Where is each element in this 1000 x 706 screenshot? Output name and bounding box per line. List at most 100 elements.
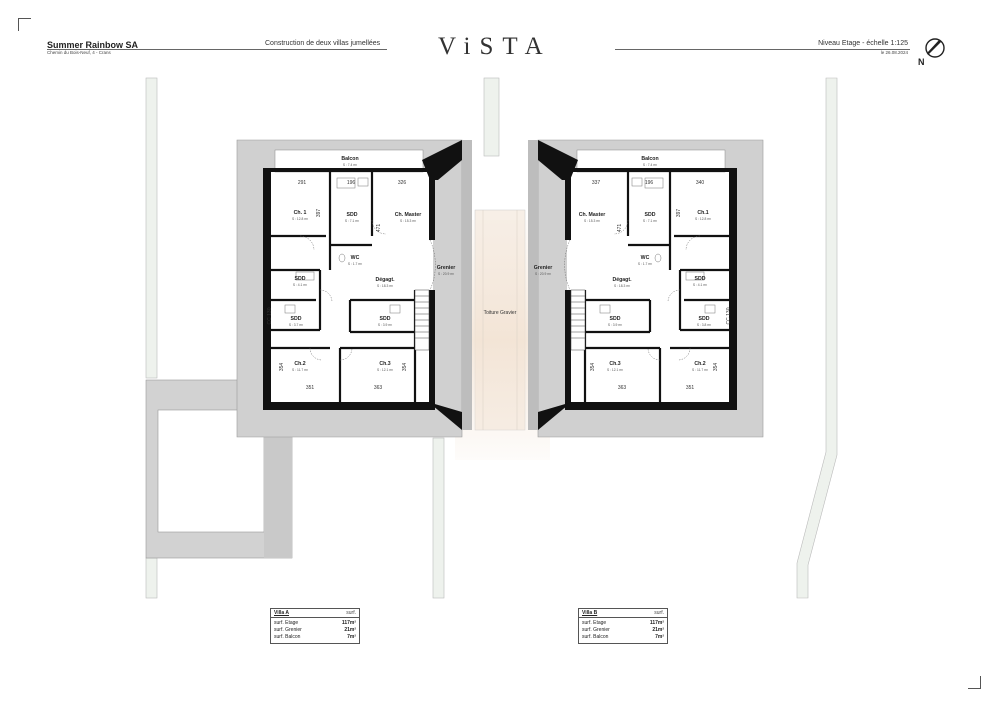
summary-value: 117m² [649,620,664,626]
villa-a-room-area: S : 12.1 m² [377,368,394,372]
summary-row: surf. Balcon 7m² [582,634,664,641]
villa-a-room-name: Grenier [437,265,455,271]
summary-value: 21m² [652,627,664,633]
villa-a-dimension: CC 130 [267,307,273,324]
crop-mark-top-left [18,18,31,31]
villa-a-room-name: SDD [295,276,306,282]
villa-b-room-name: Dégagt. [612,277,632,283]
villa-b-room-area: S : 12.1 m² [607,368,624,372]
villa-b-room-area: S : 15.3 m² [584,219,601,223]
summary-row: surf. Etage 117m² [582,620,664,627]
villa-a-dimension: 397 [316,209,322,218]
summary-divider [579,617,667,618]
villa-a-dimension: 363 [374,385,383,391]
villa-b-room-area: S : 11.7 m² [692,368,709,372]
header-rule-left [47,49,387,50]
villa-a-room-area: S : 4.1 m² [293,283,308,287]
summary-label: surf. Etage [582,620,607,626]
villa-b-room-name: SDD [695,276,706,282]
villa-a-room-area: S : 7.4 m² [343,163,358,167]
villa-b-dimension: CC 130 [726,307,732,324]
villa-b-plan: Balcon S : 7.4 m² Ch. Master S : 15.3 m²… [528,139,764,438]
villa-b-room-name: Ch.1 [697,210,708,216]
project-title: Construction de deux villas jumellées [265,40,381,47]
summary-row: surf. Balcon 7m² [274,634,356,641]
villa-a-room-area: S : 1.7 m² [348,262,363,266]
summary-unit: surf. [346,610,356,616]
vista-logo: ViSTA [438,33,552,60]
villa-a-dimension: 196 [347,180,356,186]
summary-divider [271,617,359,618]
villa-b-room-name: Grenier [534,265,552,271]
villa-b-room-area: S : 1.7 m² [638,262,653,266]
villa-b-dimension: 354 [713,363,719,372]
summary-label: surf. Grenier [582,627,610,633]
villa-b-dimension: 196 [645,180,654,186]
villa-b-room-name: Balcon [641,156,658,162]
site-landscape [145,77,838,599]
villa-a-room-area: S : 15.3 m² [400,219,417,223]
villa-a-room-area: S : 11.7 m² [292,368,309,372]
villa-b-room-name: SDD [610,316,621,322]
villa-a-dimension: 354 [279,363,285,372]
villa-b-dimension: 397 [676,209,682,218]
summary-value: 21m² [344,627,356,633]
summary-value: 7m² [655,634,664,640]
crop-mark-bottom-right [968,676,981,689]
villa-b-dimension: 351 [686,385,695,391]
villa-a-room-area: S : 7.1 m² [345,219,360,223]
summary-row: surf. Etage 117m² [274,620,356,627]
summary-title: Villa B [582,610,598,616]
villa-a-room-name: Ch.3 [379,361,390,367]
villa-b-dimension: 354 [590,363,596,372]
north-arrow-icon: N [918,38,945,66]
villa-a-dimension: 354 [402,363,408,372]
summary-value: 7m² [347,634,356,640]
villa-b-dimension: 337 [592,180,601,186]
plan-date: le 26.08.2024 [880,50,908,55]
summary-label: surf. Balcon [582,634,609,640]
villa-a-room-name: Balcon [341,156,358,162]
company-name: Summer Rainbow SA [47,40,139,50]
summary-row: surf. Grenier 21m² [582,627,664,634]
villa-b-room-area: S : 7.1 m² [643,219,658,223]
company-address: Chemin du Bois-Neuf, 4 - Crans [47,50,111,55]
villa-a-room-name: Ch. Master [395,212,422,218]
villa-a-room-name: SDD [380,316,391,322]
villa-b-summary-table: Villa B surf. surf. Etage 117m² surf. Gr… [578,608,668,644]
villa-a-room-area: S : 18.3 m² [377,284,394,288]
villa-b-room-area: S : 18.3 m² [614,284,631,288]
villa-a-dimension: 291 [298,180,307,186]
villa-a-room-name: SDD [291,316,302,322]
villa-a-summary-table: Villa A surf. surf. Etage 117m² surf. Gr… [270,608,360,644]
villa-a-dimension: 471 [376,224,382,233]
villa-a-room-name: SDD [347,212,358,218]
villa-b-room-name: Ch.2 [694,361,705,367]
villa-b-room-name: Ch. Master [579,212,606,218]
roof-label: Toiture Gravier [484,310,517,316]
north-label: N [918,57,925,66]
villa-b-dimension: 340 [696,180,705,186]
villa-b-room-name: Ch.3 [609,361,620,367]
villa-b-room-name: SDD [699,316,710,322]
villa-a-room-name: Ch. 1 [294,210,307,216]
villa-a-room-area: S : 20.9 m² [438,272,455,276]
villa-b-room-name: WC [641,255,650,261]
villa-b-room-name: SDD [645,212,656,218]
villa-a-room-name: Dégagt. [375,277,395,283]
villa-b-room-area: S : 7.4 m² [643,163,658,167]
villa-a-room-area: S : 3.7 m² [289,323,304,327]
summary-title: Villa A [274,610,290,616]
villa-a-room-area: S : 3.9 m² [378,323,393,327]
villa-a-room-name: Ch.2 [294,361,305,367]
villa-b-room-area: S : 20.9 m² [535,272,552,276]
villa-a-dimension: 326 [398,180,407,186]
summary-label: surf. Grenier [274,627,302,633]
villa-b-dimension: 471 [617,224,623,233]
summary-label: surf. Balcon [274,634,301,640]
villa-b-dimension: 363 [618,385,627,391]
villa-a-room-name: WC [351,255,360,261]
summary-value: 117m² [341,620,356,626]
summary-row: surf. Grenier 21m² [274,627,356,634]
